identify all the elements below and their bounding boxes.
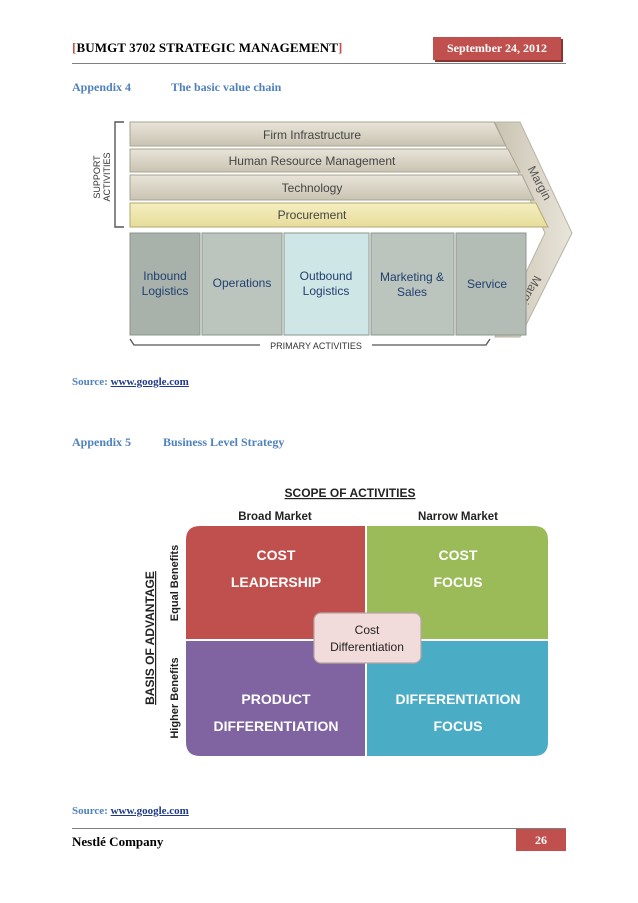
quadrant-label: FOCUS <box>434 718 483 734</box>
quadrant-label: PRODUCT <box>241 691 311 707</box>
source-label: Source: <box>72 805 108 817</box>
business-strategy-matrix: SCOPE OF ACTIVITIES Broad Market Narrow … <box>143 486 548 756</box>
band-label: Procurement <box>278 208 347 222</box>
footer-page-badge: 26 <box>516 829 566 851</box>
quadrant-cost-leadership <box>186 526 365 639</box>
primary-label: Inbound <box>143 269 186 283</box>
row-equal-benefits: Equal Benefits <box>169 545 181 621</box>
quadrant-label: COST <box>257 547 296 563</box>
primary-label: Sales <box>397 285 427 299</box>
primary-box-inbound <box>129 232 201 336</box>
band-label: Technology <box>282 181 343 195</box>
scope-title: SCOPE OF ACTIVITIES <box>285 486 416 500</box>
value-chain-diagram: SUPPORT ACTIVITIES Margin Margin Firm In… <box>92 121 573 351</box>
page-number: 26 <box>535 832 547 847</box>
source-link[interactable]: www.google.com <box>110 376 189 388</box>
bracket-open: [ <box>72 40 77 55</box>
primary-box-outbound <box>283 232 370 336</box>
column-broad-market: Broad Market <box>238 511 312 523</box>
source-label: Source: <box>72 376 108 388</box>
quadrant-label: DIFFERENTIATION <box>214 718 339 734</box>
row-higher-benefits: Higher Benefits <box>169 657 181 738</box>
footer-company: Nestlé Company <box>72 834 164 849</box>
primary-label: Service <box>467 277 507 291</box>
primary-label: Marketing & <box>380 270 444 284</box>
margin-chevron <box>494 121 573 338</box>
center-label: Differentiation <box>330 640 404 654</box>
header-date: September 24, 2012 <box>446 41 548 55</box>
band-procurement <box>129 202 549 228</box>
quadrant-label: FOCUS <box>434 574 483 590</box>
footer-divider <box>72 828 566 829</box>
primary-label: Operations <box>213 276 272 290</box>
primary-activities-label: PRIMARY ACTIVITIES <box>270 341 362 351</box>
center-label: Cost <box>355 623 380 637</box>
band-human-resource-management <box>129 148 521 173</box>
support-bracket <box>114 121 124 228</box>
band-label: Firm Infrastructure <box>263 128 361 142</box>
appendix4-source: Source: www.google.com <box>72 376 189 388</box>
primary-label: Outbound <box>300 269 353 283</box>
header-divider <box>72 63 566 64</box>
primary-label: Logistics <box>303 284 350 298</box>
primary-label: Logistics <box>142 284 189 298</box>
support-label-line2: ACTIVITIES <box>102 152 112 201</box>
quadrant-cost-focus <box>367 526 548 639</box>
appendix5-title: Business Level Strategy <box>163 435 285 449</box>
band-label: Human Resource Management <box>229 154 396 168</box>
appendix4-label: Appendix 4 <box>72 80 132 94</box>
bracket-close: ] <box>338 40 343 55</box>
header-course-title: [BUMGT 3702 STRATEGIC MANAGEMENT] <box>72 40 342 56</box>
quadrant-label: COST <box>439 547 478 563</box>
primary-box-operations <box>201 232 283 336</box>
primary-box-marketing <box>370 232 455 336</box>
appendix5-label: Appendix 5 <box>72 435 132 449</box>
appendix5-source: Source: www.google.com <box>72 805 189 817</box>
support-label-line1: SUPPORT <box>92 155 102 199</box>
axis-basis-of-advantage: BASIS OF ADVANTAGE <box>143 571 157 705</box>
header-date-badge: September 24, 2012 <box>433 37 561 60</box>
course-name: BUMGT 3702 STRATEGIC MANAGEMENT <box>76 40 338 55</box>
appendix4-title: The basic value chain <box>171 80 282 94</box>
primary-box-service <box>455 232 527 336</box>
source-link[interactable]: www.google.com <box>110 805 189 817</box>
quadrant-differentiation-focus <box>367 641 548 756</box>
band-technology <box>129 174 535 201</box>
band-firm-infrastructure <box>129 121 507 147</box>
quadrant-label: LEADERSHIP <box>231 574 321 590</box>
column-narrow-market: Narrow Market <box>418 511 498 523</box>
quadrant-product-differentiation <box>186 641 365 756</box>
quadrant-label: DIFFERENTIATION <box>396 691 521 707</box>
center-cost-differentiation-box <box>313 612 422 664</box>
primary-bracket <box>129 338 491 346</box>
